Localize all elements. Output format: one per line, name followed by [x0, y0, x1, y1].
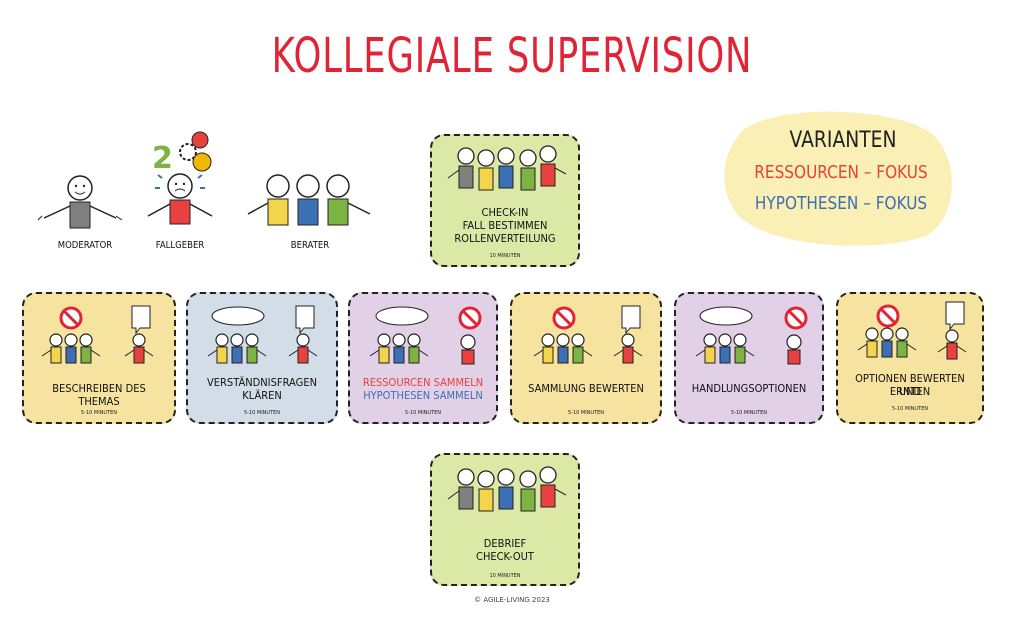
hypothesen-sammeln-text: HYPOTHESEN SAMMELN [363, 389, 483, 402]
variant-hypothesen-fokus: HYPOTHESEN – FOKUS [754, 193, 928, 214]
handlung-text: HANDLUNGSOPTIONEN [691, 382, 807, 395]
beschreiben-duration: 5-10 MINUTEN [80, 410, 118, 416]
group-figures [447, 466, 567, 512]
ressourcen-sammeln-text: RESSOURCEN SAMMELN [362, 376, 484, 389]
varianten-blob [724, 111, 952, 246]
sammlung-text: SAMMLUNG BEWERTEN [528, 382, 644, 395]
card-check-in: CHECK-IN FALL BESTIMMEN ROLLENVERTEILUNG… [430, 134, 580, 267]
moderator-figure [37, 175, 123, 229]
card-optionen-bewerten: OPTIONEN BEWERTEN UND ERNTEN 5-10 MINUTE… [836, 292, 984, 424]
ressourcen-line-2: HYPOTHESEN SAMMELN [361, 389, 485, 402]
role-label-moderator: MODERATOR [57, 240, 113, 251]
beschreiben-text: BESCHREIBEN DES THEMAS [52, 382, 146, 408]
thought-bubble-icon [375, 306, 429, 326]
handlung-duration: 5-10 MINUTEN [730, 410, 768, 416]
optionen-duration: 5-10 MINUTEN [891, 406, 929, 412]
ressourcen-duration: 5-10 MINUTEN [404, 410, 442, 416]
card-debrief: DEBRIEF CHECK-OUT 10 MINUTEN [430, 453, 580, 586]
optionen-line-1: OPTIONEN BEWERTEN UND [855, 372, 965, 398]
ressourcen-line-1: RESSOURCEN SAMMELN [361, 376, 485, 389]
speech-bubble-icon [621, 305, 641, 335]
svg-text:2: 2 [152, 141, 173, 176]
checkin-line-2: FALL BESTIMMEN [462, 219, 548, 232]
berater-figure [247, 174, 371, 226]
verstaendnis-line-2: KLÄREN [242, 389, 282, 402]
optionen-illustration [857, 301, 967, 360]
role-label-fallgeber: FALLGEBER [155, 240, 205, 251]
sammlung-duration: 5-10 MINUTEN [567, 410, 605, 416]
card-ressourcen-sammeln: RESSOURCEN SAMMELN HYPOTHESEN SAMMELN 5-… [348, 292, 498, 424]
handlung-illustration [695, 306, 808, 365]
optionen-line-2: ERNTEN [889, 385, 931, 398]
verstaendnis-duration: 5-10 MINUTEN [243, 410, 281, 416]
verstaendnis-line-1: VERSTÄNDNISFRAGEN [207, 376, 317, 389]
page-title: KOLLEGIALE SUPERVISION [271, 28, 753, 84]
variant-ressourcen-fokus: RESSOURCEN – FOKUS [754, 162, 928, 183]
fallgeber-figure: 2 [147, 131, 213, 225]
card-handlungsoptionen: HANDLUNGSOPTIONEN 5-10 MINUTEN [674, 292, 824, 424]
speech-bubble-icon [131, 305, 151, 335]
speech-bubble-icon [295, 305, 315, 335]
card-beschreiben: BESCHREIBEN DES THEMAS 5-10 MINUTEN [22, 292, 176, 424]
sammlung-illustration [533, 305, 643, 364]
thought-bubble-icon [699, 306, 753, 326]
varianten-title: VARIANTEN [789, 128, 897, 153]
role-label-berater: BERATER [290, 240, 330, 251]
debrief-line-1: DEBRIEF [483, 537, 527, 550]
copyright: © AGILE-LIVING 2023 [474, 596, 550, 604]
speech-bubble-icon [945, 301, 965, 331]
checkin-duration: 10 MINUTEN [489, 253, 521, 259]
checkin-line-1: CHECK-IN [481, 206, 529, 219]
card-verstaendnisfragen: VERSTÄNDNISFRAGEN KLÄREN 5-10 MINUTEN [186, 292, 338, 424]
group-figures [447, 145, 567, 191]
verstaendnis-illustration [207, 305, 318, 364]
card-sammlung-bewerten: SAMMLUNG BEWERTEN 5-10 MINUTEN [510, 292, 662, 424]
thought-bubble-icon [211, 306, 265, 326]
checkin-line-3: ROLLENVERTEILUNG [454, 232, 556, 245]
debrief-line-2: CHECK-OUT [476, 550, 534, 563]
beschreiben-illustration [41, 305, 154, 364]
debrief-duration: 10 MINUTEN [489, 573, 521, 579]
ressourcen-illustration [369, 306, 482, 365]
